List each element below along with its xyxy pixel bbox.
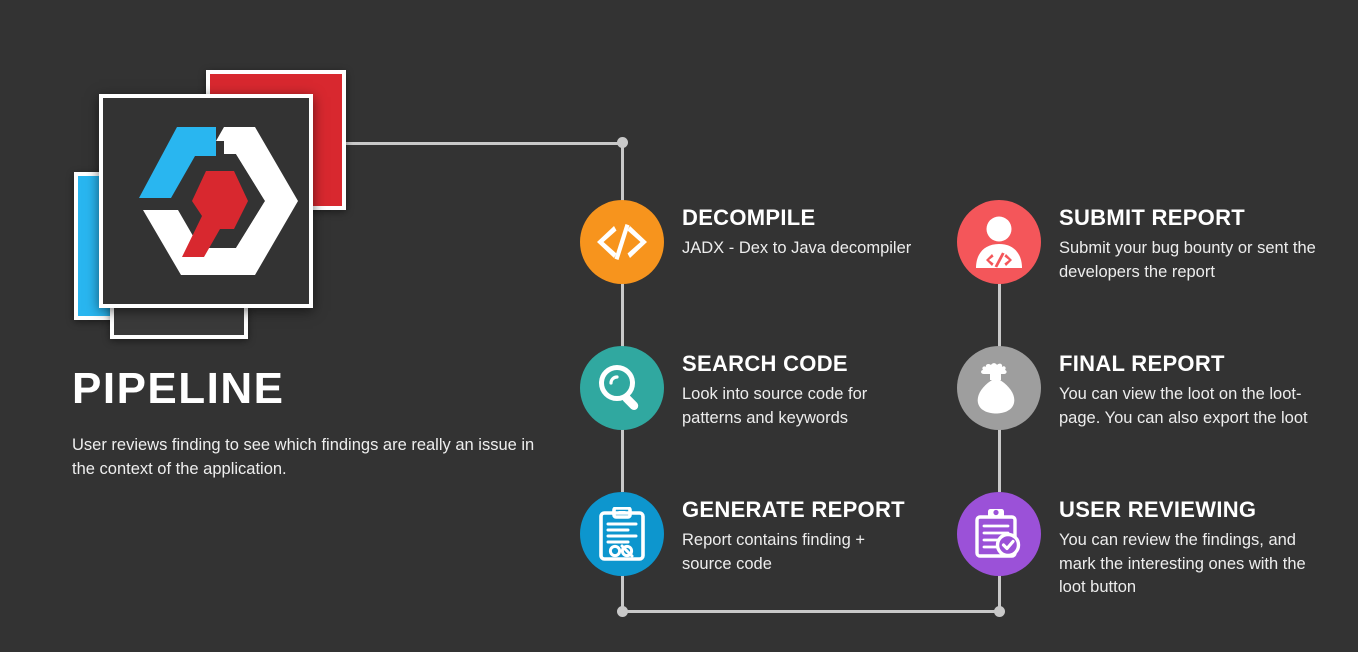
logo-card-bottom [110,303,248,339]
final-report-description: You can view the loot on the loot-page. … [1059,385,1308,427]
step-search-code[interactable]: SEARCH CODE Look into source code for pa… [580,346,897,430]
connector-search-to-generate [621,428,624,492]
submit-report-badge [957,200,1041,284]
clipboard-check-icon [975,509,1021,558]
decompile-text: DECOMPILE JADX - Dex to Java decompiler [682,200,911,261]
step-final-report[interactable]: FINAL REPORT You can view the loot on th… [957,346,1309,430]
hero-block: PIPELINE User reviews finding to see whi… [72,364,542,482]
step-decompile[interactable]: DECOMPILE JADX - Dex to Java decompiler [580,200,911,284]
connector-final-to-user-reviewing [998,428,1001,492]
pipeline-hexagon-mark [139,127,298,275]
search-code-description: Look into source code for patterns and k… [682,385,868,427]
logo-card-main [99,94,313,308]
generate-report-title: GENERATE REPORT [682,497,905,522]
user-reviewing-text: USER REVIEWING You can review the findin… [1059,492,1309,599]
generate-report-description: Report contains finding + source code [682,531,865,573]
user-reviewing-description: You can review the findings, and mark th… [1059,531,1306,597]
step-user-reviewing[interactable]: USER REVIEWING You can review the findin… [957,492,1309,599]
code-brackets-icon [597,224,647,260]
connector-down-to-decompile [621,142,624,204]
connector-bottom-bridge [621,610,1001,613]
decompile-description: JADX - Dex to Java decompiler [682,239,912,258]
loot-bag-icon [977,363,1015,414]
person-code-icon [976,216,1022,268]
page-title: PIPELINE [72,364,285,413]
page-description: User reviews finding to see which findin… [72,436,535,479]
search-code-text: SEARCH CODE Look into source code for pa… [682,346,897,430]
search-code-badge [580,346,664,430]
submit-report-description: Submit your bug bounty or sent the devel… [1059,239,1316,281]
connector-generate-to-bottom [621,574,624,612]
decompile-badge [580,200,664,284]
submit-report-title: SUBMIT REPORT [1059,205,1246,230]
connector-decompile-to-search [621,282,624,348]
search-code-title: SEARCH CODE [682,351,848,376]
user-reviewing-title: USER REVIEWING [1059,497,1257,522]
final-report-badge [957,346,1041,430]
generate-report-badge [580,492,664,576]
final-report-title: FINAL REPORT [1059,351,1225,376]
connector-logo-to-decompile [311,142,624,145]
connector-dot-bottom-right [994,606,1005,617]
submit-report-text: SUBMIT REPORT Submit your bug bounty or … [1059,200,1317,284]
decompile-title: DECOMPILE [682,205,816,230]
user-reviewing-badge [957,492,1041,576]
connector-submit-to-final [998,282,1001,348]
connector-bottom-to-user-reviewing [998,574,1001,611]
step-generate-report[interactable]: GENERATE REPORT Report contains finding … [580,492,905,576]
final-report-text: FINAL REPORT You can view the loot on th… [1059,346,1309,430]
clipboard-lines-icon [599,507,645,561]
magnifier-icon [599,365,639,410]
connector-dot-bottom-left [617,606,628,617]
step-submit-report[interactable]: SUBMIT REPORT Submit your bug bounty or … [957,200,1317,284]
generate-report-text: GENERATE REPORT Report contains finding … [682,492,905,576]
